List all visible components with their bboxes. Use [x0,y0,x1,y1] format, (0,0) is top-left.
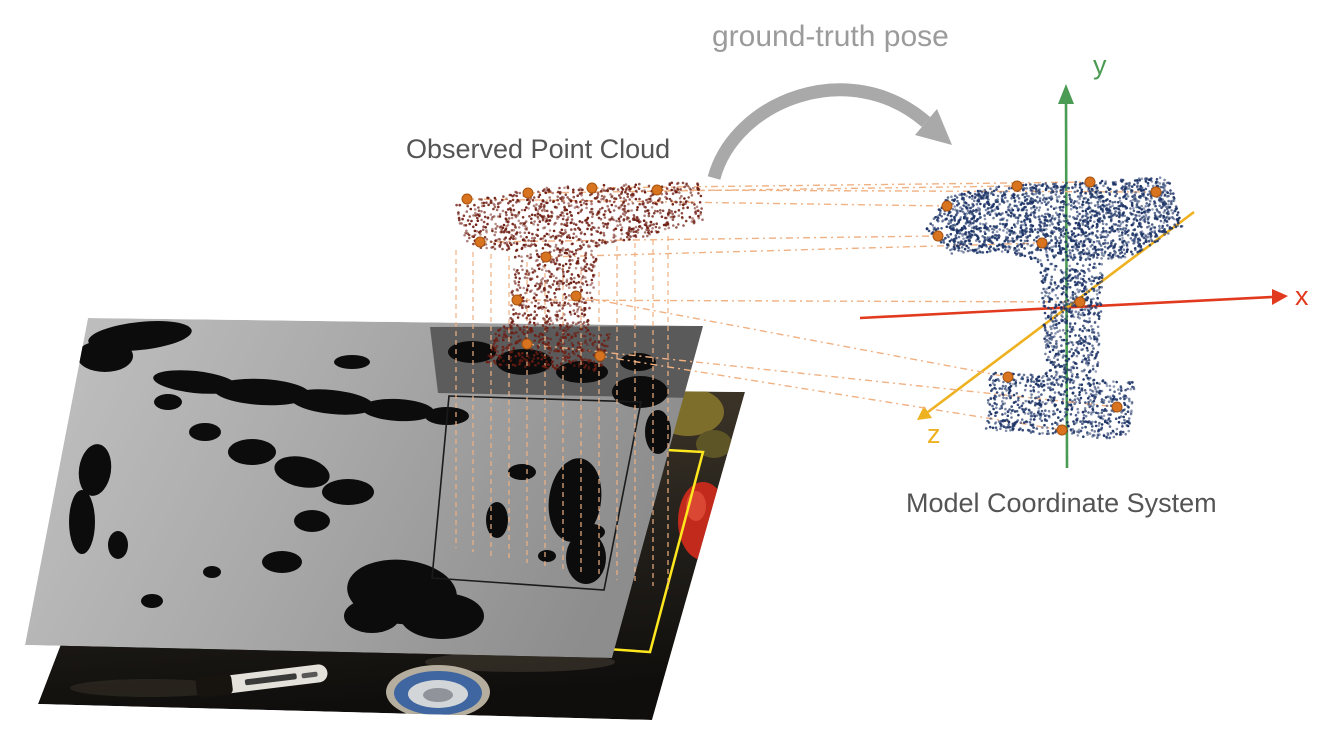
z-axis-arrowhead [917,406,932,420]
keypoint-dot [522,187,534,199]
keypoint-dot [1011,180,1023,192]
model-coordinate-system-label: Model Coordinate System [906,488,1217,518]
y-axis-label: y [1093,50,1107,80]
keypoint-dot [511,294,523,306]
keypoint-dot [651,184,663,196]
model-axes [859,84,1288,469]
keypoint-dot [570,290,582,302]
keypoint-dot [932,230,944,242]
keypoint-dot [1036,237,1048,249]
arrowhead-icon [915,109,952,145]
keypoint-dot [1074,296,1086,308]
y-axis-arrowhead [1058,84,1074,104]
keypoint-dot [1111,401,1123,413]
keypoint-dot [521,338,533,350]
keypoint-dot [461,193,473,205]
marker-pen [195,664,328,698]
observed-point-cloud [455,181,704,373]
depth-image [25,318,703,658]
depth-roi-rectangle [431,395,642,591]
observed-point-cloud-label: Observed Point Cloud [406,134,671,164]
x-axis-arrowhead [1272,289,1288,305]
keypoint-dot [1084,176,1096,188]
keypoint-dot [941,200,953,212]
z-axis-label: z [927,419,941,449]
keypoint-dot [1056,424,1068,436]
keypoint-dot [586,182,598,194]
projection-lines [455,236,669,589]
keypoint-dot [594,350,606,362]
x-axis-label: x [1295,281,1309,311]
keypoint-dot [474,236,486,248]
ground-truth-pose-label: ground-truth pose [712,20,949,53]
model-point-cloud [925,176,1184,440]
keypoint-dot [540,251,552,263]
keypoint-dot [1002,371,1014,383]
pose-transform-arrow [707,83,952,180]
keypoints [461,176,1162,436]
keypoint-dot [1150,186,1162,198]
